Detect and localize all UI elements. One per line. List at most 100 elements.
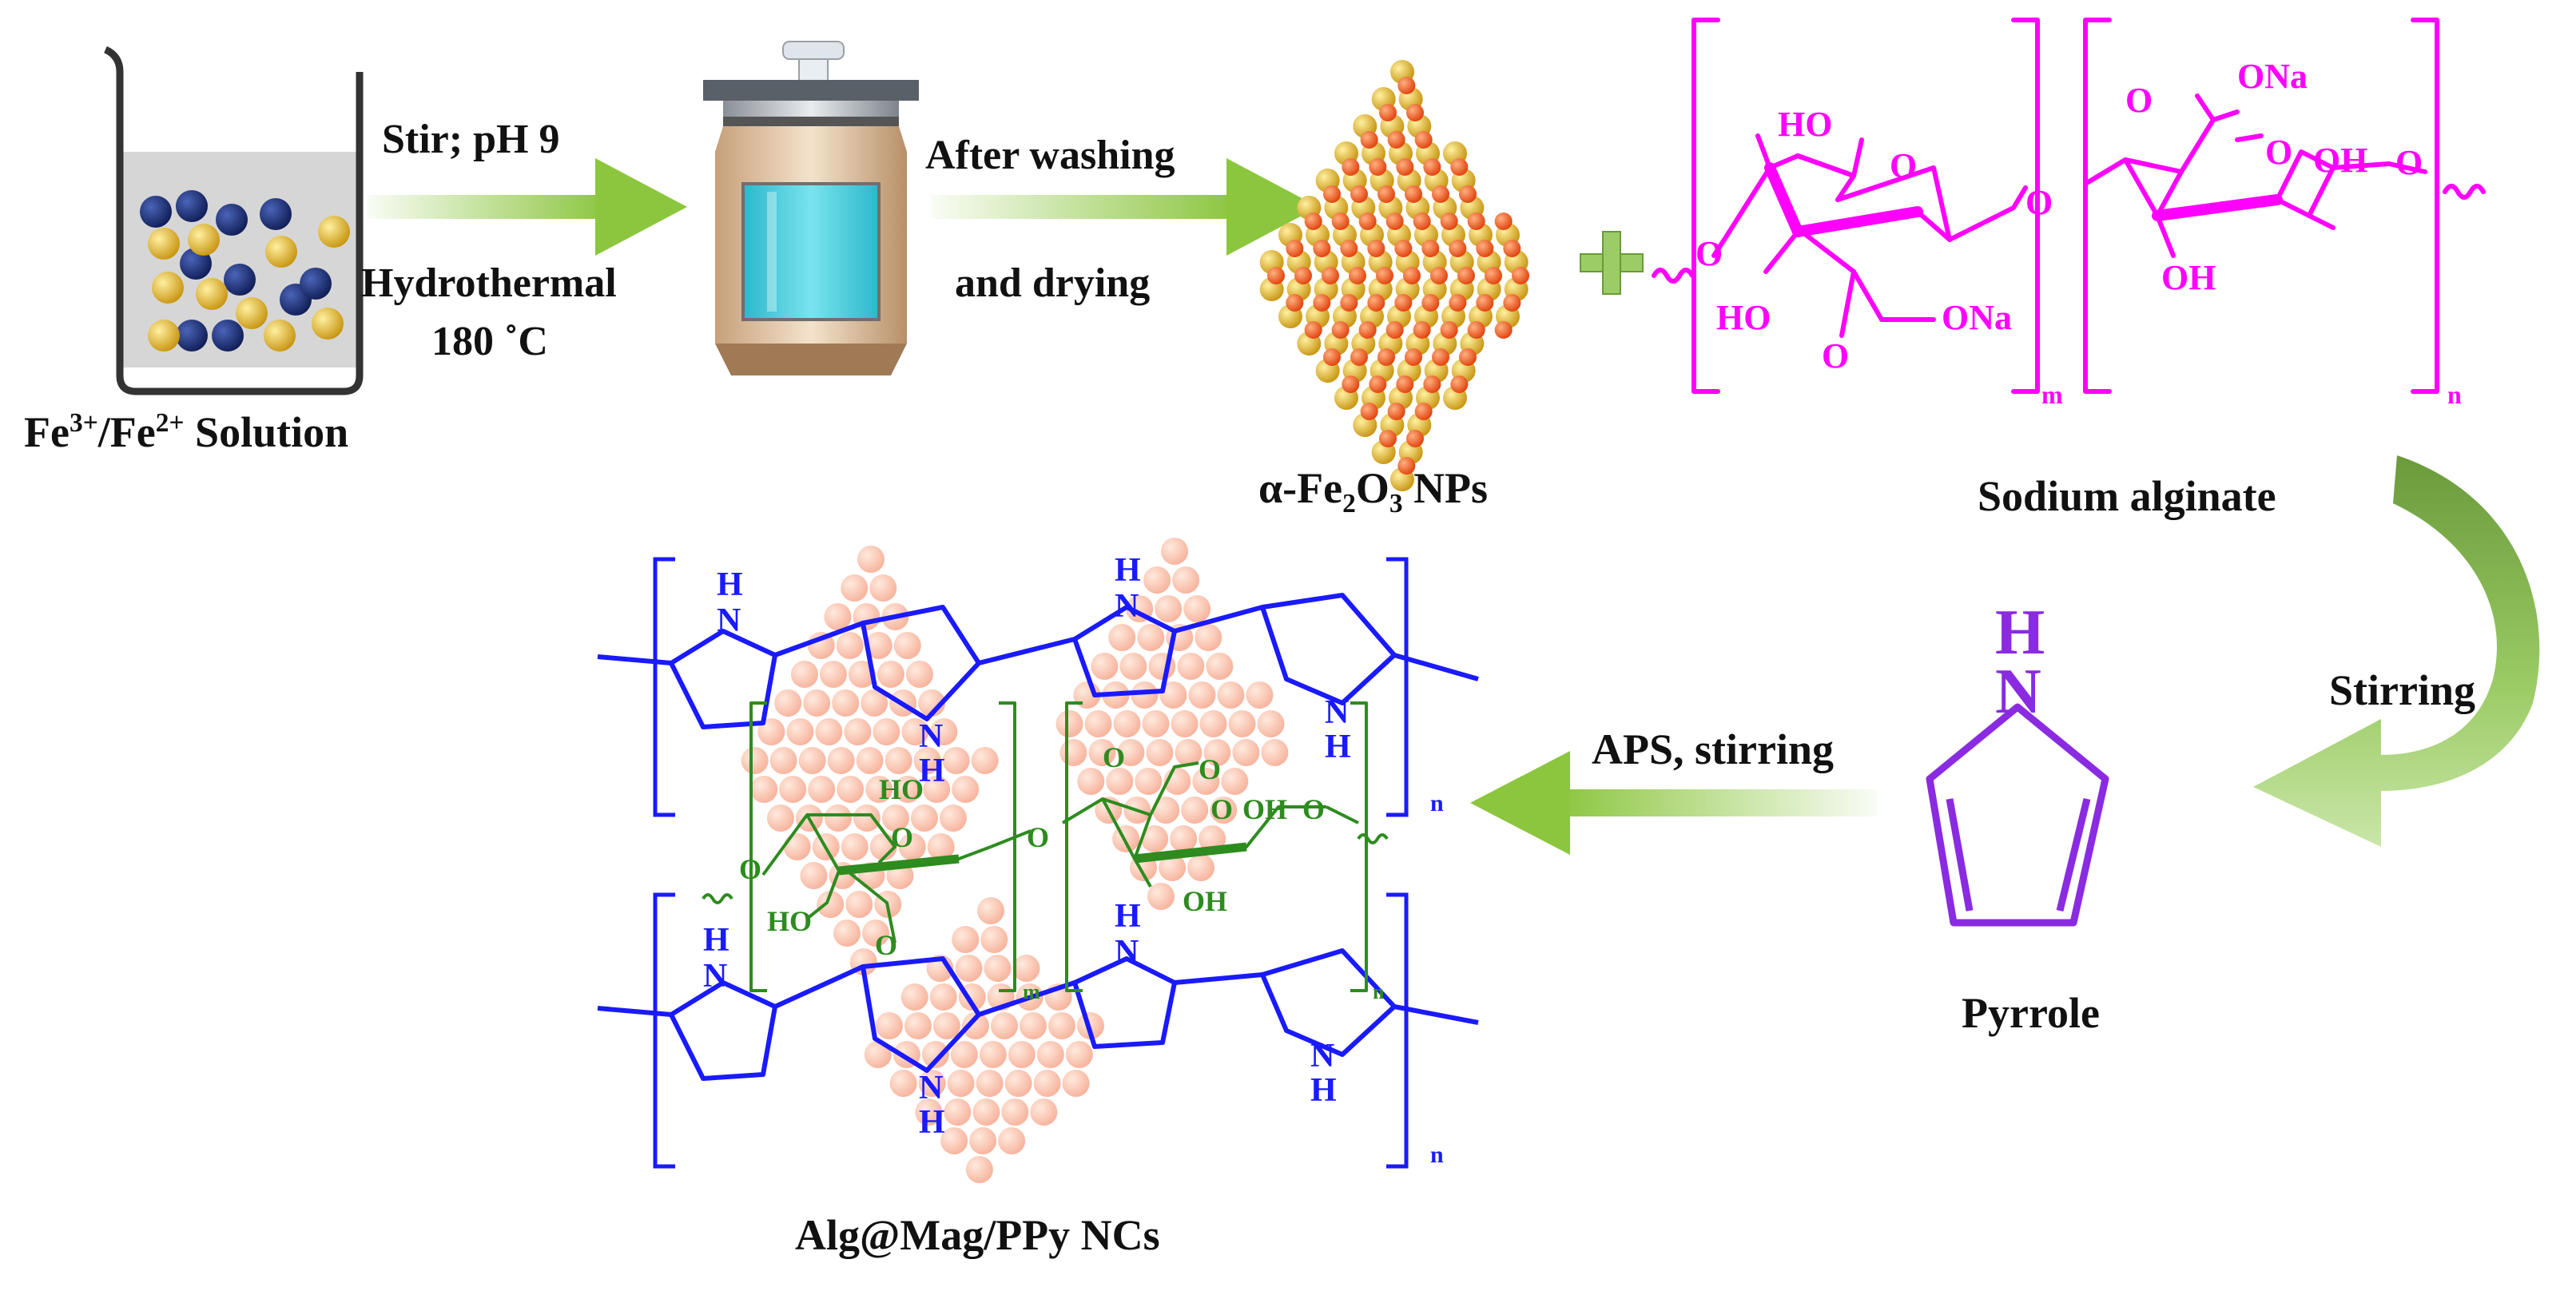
ppy-n2: N	[1115, 588, 1139, 625]
product-label: Alg@Mag/PPy NCs	[795, 1211, 1160, 1259]
np-atom	[803, 689, 831, 717]
crystal-oxygen-atom	[1331, 213, 1350, 230]
np-atom	[1152, 796, 1180, 824]
ppy-n-sub1: n	[1430, 790, 1444, 816]
np-atom	[1141, 825, 1169, 852]
crystal-oxygen-atom	[1413, 213, 1431, 230]
bead-gold	[196, 278, 228, 310]
np-atom	[844, 718, 872, 745]
np-atom	[1001, 1098, 1029, 1126]
np-atom	[940, 1127, 968, 1154]
ppy-h8: H	[1310, 1072, 1337, 1109]
np-atom	[894, 776, 922, 803]
np-atom	[929, 983, 957, 1011]
alg-ho2: HO	[1716, 298, 1771, 337]
np-atom	[779, 776, 807, 803]
np-atom	[824, 804, 852, 832]
np-atom	[845, 891, 873, 918]
bead-gold	[318, 216, 350, 248]
crystal-oxygen-atom	[1340, 240, 1358, 257]
np-atom	[980, 926, 1008, 953]
ppy-h5: H	[703, 922, 729, 959]
alg-oh2: OH	[2161, 258, 2216, 297]
np-atom	[853, 804, 881, 832]
crystal-oxygen-atom	[1358, 213, 1377, 230]
np-atom	[1171, 710, 1199, 737]
crystal-oxygen-atom	[1406, 430, 1424, 447]
alg-o-ring1: O	[1890, 146, 1917, 185]
np-atom	[841, 833, 869, 860]
np-atom	[861, 689, 888, 717]
np-atom	[1172, 566, 1200, 594]
np-atom	[1004, 1070, 1032, 1097]
alg-o-ring2: O	[2265, 133, 2292, 172]
step2-top-label: After washing	[925, 133, 1175, 178]
np-atom	[1142, 710, 1170, 737]
np-atom	[1159, 681, 1187, 709]
pyrrole-h: H	[1995, 598, 2045, 668]
np-atom	[827, 747, 855, 774]
np-atom	[1137, 624, 1165, 651]
np-atom	[1012, 955, 1040, 982]
np-atom	[1221, 768, 1249, 795]
alg2-oh1: OH	[1242, 793, 1287, 825]
crystal-oxygen-atom	[1323, 185, 1341, 203]
ppy-h7: H	[919, 1104, 945, 1141]
crystal-oxygen-atom	[1267, 267, 1285, 284]
alg-n: n	[2447, 380, 2462, 409]
crystal-oxygen-atom	[1440, 213, 1458, 230]
crystal-oxygen-atom	[1323, 348, 1341, 366]
np-atom	[1217, 681, 1245, 709]
np-atom	[832, 689, 860, 717]
np-atom	[979, 1041, 1007, 1068]
crystal-oxygen-atom	[1377, 185, 1395, 203]
crystal-oxygen-atom	[1405, 185, 1422, 203]
np-atom	[877, 661, 904, 688]
ppy-n8: N	[1310, 1038, 1334, 1075]
np-atom	[875, 1012, 903, 1039]
crystal-oxygen-atom	[1403, 267, 1421, 284]
crystal-oxygen-atom	[1450, 375, 1469, 393]
bead-navy	[224, 264, 256, 296]
np-atom	[1177, 653, 1205, 680]
np-atom	[865, 632, 892, 659]
crystal-oxygen-atom	[1476, 294, 1494, 312]
np-atom	[961, 1012, 989, 1039]
np-atom	[1187, 854, 1215, 881]
bead-gold	[312, 308, 344, 340]
np-atom	[998, 1127, 1026, 1154]
ppy-n7: N	[919, 1070, 943, 1106]
np-atom	[885, 747, 912, 774]
crystal-oxygen-atom	[1294, 267, 1312, 284]
alg-m: m	[2041, 380, 2063, 409]
crystal-oxygen-atom	[1440, 321, 1458, 339]
arrow-hydrothermal	[368, 158, 687, 256]
curved-arrow-icon	[2253, 455, 2540, 847]
ppy-h3: H	[919, 753, 945, 789]
np-atom	[901, 718, 929, 745]
np-atom	[1228, 710, 1256, 737]
np-atom	[786, 718, 814, 745]
np-atom	[905, 661, 933, 688]
crystal-oxygen-atom	[1369, 158, 1387, 176]
np-atom	[1161, 538, 1188, 565]
np-atom	[857, 546, 885, 573]
np-atom	[881, 804, 909, 832]
alg2-oh2: OH	[1183, 885, 1227, 917]
np-atom	[1147, 883, 1175, 910]
np-atom	[952, 776, 980, 803]
alg2-ho1: HO	[879, 773, 924, 805]
np-atom	[815, 718, 843, 745]
alg2-o3: O	[1027, 821, 1049, 853]
np-atom	[900, 983, 928, 1011]
np-atom	[1113, 710, 1141, 737]
crystal-oxygen-atom	[1313, 294, 1331, 312]
np-atom	[1084, 710, 1112, 737]
np-atom	[990, 1012, 1018, 1039]
np-atom	[1047, 1012, 1075, 1039]
ppy-n4: N	[1325, 694, 1349, 731]
crystal-oxygen-atom	[1414, 131, 1433, 149]
step1-bottom-label-1: Hydrothermal	[361, 260, 617, 306]
crystal-oxygen-atom	[1421, 294, 1440, 312]
crystal-oxygen-atom	[1385, 321, 1404, 339]
